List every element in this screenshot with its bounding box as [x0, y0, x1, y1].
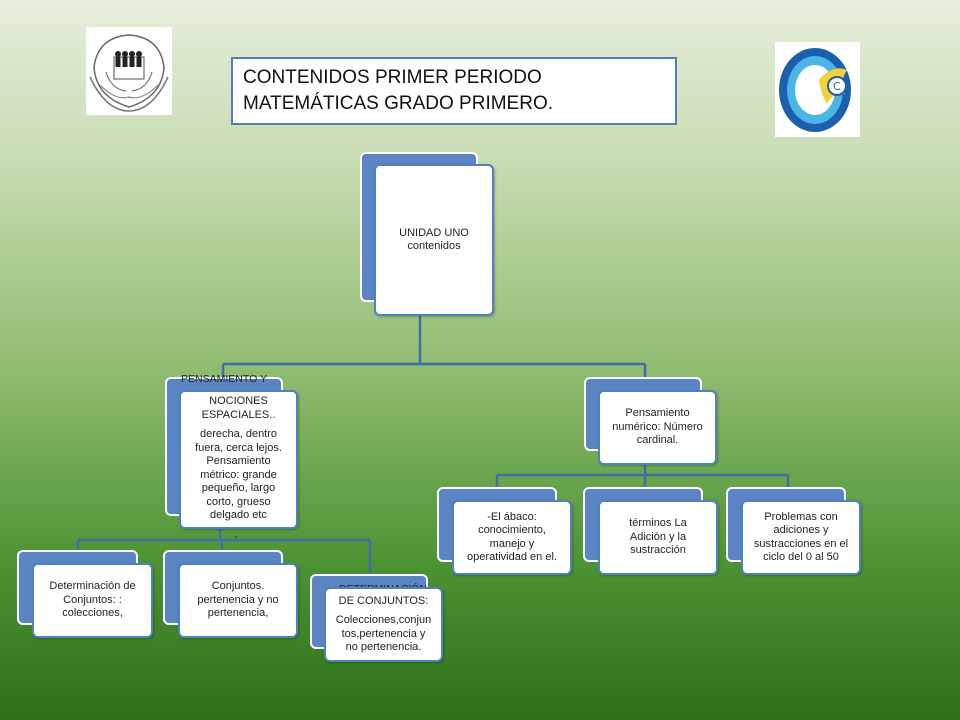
- problems-line-4: ciclo del 0 al 50: [763, 551, 839, 563]
- sets-c-line-2: Colecciones,conjun: [335, 614, 432, 626]
- root-line-1: UNIDAD UNO: [399, 226, 469, 239]
- school-emblem-logo: [86, 27, 172, 115]
- sets-b-line-2: pertenencia y no: [197, 593, 279, 606]
- problems-line-3: sustracciones en el: [753, 537, 849, 550]
- circle-c-logo: C: [775, 42, 860, 137]
- sets-c-line-4: no pertenencia.: [345, 641, 422, 653]
- sets-a-line-1: Determinación de: [49, 580, 136, 593]
- abacus-line-4: operatividad en el.: [467, 551, 557, 563]
- geometric-line-2: ESPACIALES..: [201, 408, 276, 421]
- sets-a-line-3: colecciones,: [62, 607, 123, 620]
- problems-line-2: adiciones y: [773, 524, 829, 536]
- node-sets-c-box: DE CONJUNTOS: Colecciones,conjun tos,per…: [324, 587, 443, 662]
- node-numeric: Pensamiento numérico: Número cardinal.: [584, 377, 717, 465]
- geometric-line-3: derecha, dentro: [199, 428, 278, 440]
- sets-a-line-2: Conjuntos: :: [63, 593, 122, 606]
- numeric-line-1: Pensamiento: [625, 407, 690, 420]
- node-root-box: UNIDAD UNO contenidos: [374, 164, 494, 316]
- abacus-line-3: manejo y: [489, 537, 535, 550]
- geometric-line-4: fuera, cerca lejos.: [195, 441, 282, 454]
- svg-text:C: C: [833, 80, 841, 93]
- node-sets-a: Determinación de Conjuntos: : coleccione…: [17, 550, 153, 638]
- sets-b-line-1: Conjuntos.: [211, 580, 265, 593]
- sets-b-line-3: pertenencia,: [207, 607, 269, 620]
- addition-line-1: términos La: [629, 517, 687, 530]
- geometric-back-label: PENSAMIENTO Y: [181, 373, 267, 385]
- node-sets-c: DETERMINACIÓN DE CONJUNTOS: Colecciones,…: [310, 574, 443, 662]
- node-problems: Problemas con adiciones y sustracciones …: [726, 487, 861, 575]
- page-title: CONTENIDOS PRIMER PERIODO MATEMÁTICAS GR…: [231, 57, 677, 125]
- sets-c-line-3: tos,pertenencia y: [341, 627, 426, 640]
- numeric-line-3: cardinal.: [636, 434, 679, 447]
- node-abacus-box: -El ábaco: conocimiento, manejo y operat…: [452, 500, 572, 575]
- numeric-line-2: numérico: Número: [612, 420, 703, 433]
- node-geometric: PENSAMIENTO Y NOCIONES ESPACIALES.. dere…: [165, 373, 298, 529]
- node-addition-box: términos La Adición y la sustracción: [598, 500, 718, 575]
- sets-c-line-1: DE CONJUNTOS:: [338, 594, 429, 607]
- abacus-line-1: -El ábaco:: [487, 510, 537, 523]
- node-sets-b-box: Conjuntos. pertenencia y no pertenencia,: [178, 563, 298, 638]
- node-sets-b: Conjuntos. pertenencia y no pertenencia,: [163, 550, 298, 638]
- title-line-2: MATEMÁTICAS GRADO PRIMERO.: [243, 93, 554, 114]
- node-abacus: -El ábaco: conocimiento, manejo y operat…: [437, 487, 572, 575]
- node-sets-a-box: Determinación de Conjuntos: : coleccione…: [32, 563, 153, 638]
- geometric-line-1: NOCIONES: [209, 395, 268, 407]
- abacus-line-2: conocimiento,: [478, 524, 546, 536]
- geometric-line-6: métrico: grande: [200, 468, 277, 481]
- addition-line-2: Adición y la: [629, 530, 687, 543]
- title-line-1: CONTENIDOS PRIMER PERIODO: [243, 67, 542, 88]
- node-root: UNIDAD UNO contenidos: [360, 152, 494, 316]
- node-addition: términos La Adición y la sustracción: [583, 487, 718, 575]
- geometric-line-9: delgado etc: [210, 509, 267, 521]
- root-line-2: contenidos: [407, 240, 461, 252]
- geometric-line-7: pequeño, largo: [201, 482, 276, 494]
- geometric-line-8: corto, grueso: [206, 495, 271, 508]
- addition-line-3: sustracción: [630, 544, 686, 557]
- node-numeric-box: Pensamiento numérico: Número cardinal.: [598, 390, 717, 465]
- problems-line-1: Problemas con: [764, 510, 838, 523]
- node-problems-box: Problemas con adiciones y sustracciones …: [741, 500, 861, 575]
- geometric-dash: -: [234, 531, 238, 543]
- node-geometric-box: NOCIONES ESPACIALES.. derecha, dentro fu…: [179, 390, 298, 529]
- geometric-line-5: Pensamiento: [206, 455, 271, 467]
